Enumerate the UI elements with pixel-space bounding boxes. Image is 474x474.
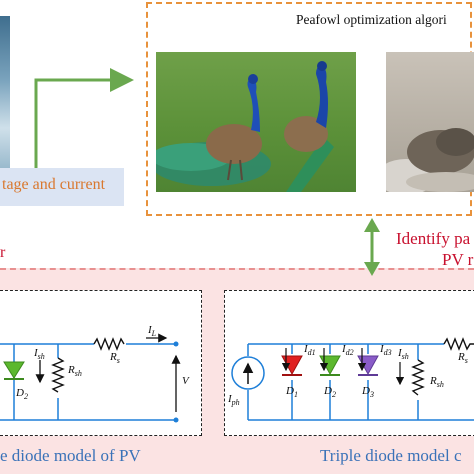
peafowl-algorithm-title: Peafowl optimization algori [296, 12, 447, 27]
diode-d2-left [3, 361, 25, 379]
d3-label: D3 [361, 385, 374, 399]
identify-params-label: Identify pa [396, 229, 471, 248]
double-diode-circuit-box [0, 290, 202, 436]
double-arrow-head-bottom [364, 262, 380, 276]
right-circuit-wiring [247, 343, 474, 421]
terminal-top-left [173, 341, 179, 347]
d2-current-label: Id2 [341, 343, 354, 357]
pv-model-label: PV r [442, 250, 474, 269]
d3-current-label: Id3 [379, 343, 392, 357]
peacock-photo [156, 52, 356, 192]
voltage-current-box [0, 168, 124, 206]
peahen-photo [386, 52, 474, 192]
triple-diode-caption: Triple diode model c [320, 446, 462, 465]
double-arrow-head-top [364, 218, 380, 232]
shunt-resistor-right [411, 359, 425, 396]
voltage-current-label: tage and current [2, 176, 106, 193]
voltage-label-left: V [182, 375, 190, 387]
shunt-resistor-left [51, 357, 65, 393]
series-resistor-label-right: Rs [457, 351, 468, 365]
peahen-illustration [386, 128, 474, 192]
series-resistor-right [443, 337, 474, 351]
diode-label-left: D2 [15, 387, 28, 401]
output-current-label-left: IL [147, 324, 157, 338]
flow-arrow-to-algorithm [34, 68, 134, 168]
series-resistor-label-left: Rs [109, 351, 120, 365]
shunt-current-label-left: Ish [33, 347, 45, 361]
diode-d3 [357, 355, 379, 376]
d1-current-label: Id1 [303, 343, 316, 357]
diode-d1 [281, 355, 303, 376]
d1-label: D1 [285, 385, 298, 399]
double-diode-caption: e diode model of PV [0, 446, 141, 465]
d2-label: D2 [323, 385, 336, 399]
shunt-resistor-label-right: Rsh [429, 375, 444, 389]
red-text-fragment: r [0, 244, 6, 261]
source-current-label: Iph [227, 393, 240, 407]
left-circuit-wiring [0, 343, 174, 421]
terminal-bottom-left [173, 417, 179, 423]
triple-diode-circuit-box [224, 290, 474, 436]
diode-d2 [319, 355, 341, 376]
shunt-current-label-right: Ish [397, 347, 409, 361]
peacock-illustration [156, 61, 334, 192]
shunt-resistor-label-left: Rsh [67, 364, 82, 378]
series-resistor-left [93, 337, 125, 351]
sky-photo-fragment [0, 16, 10, 176]
